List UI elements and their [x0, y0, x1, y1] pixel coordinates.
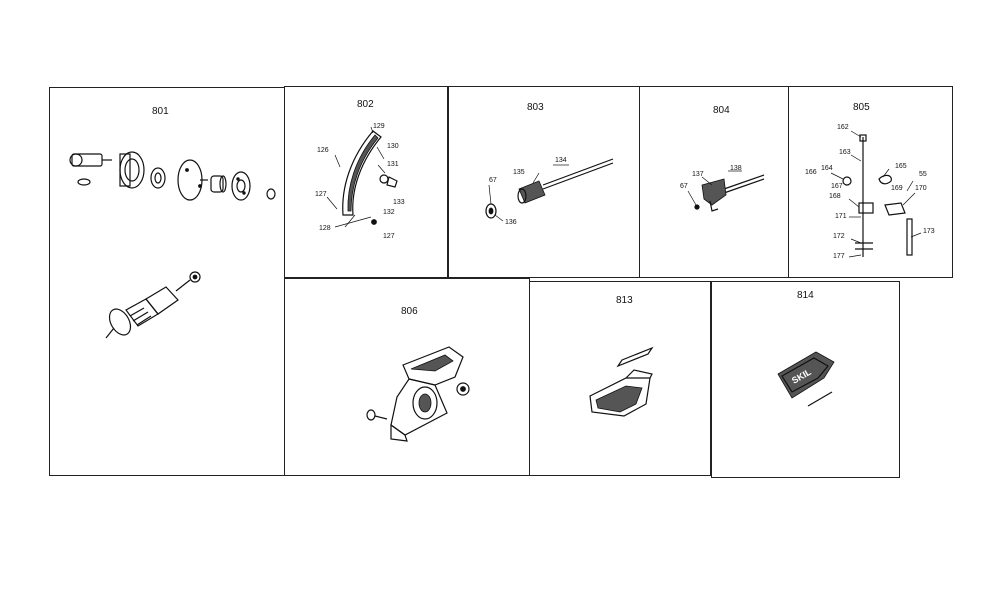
- block-part: [858, 202, 874, 214]
- callout-67: 67: [489, 177, 497, 184]
- washer-part: [379, 174, 389, 184]
- panel-806: 806: [284, 278, 530, 476]
- nameplate-part: [777, 351, 835, 399]
- bearing-housing-part: [119, 151, 145, 189]
- blade-guard-drawing: [326, 126, 398, 228]
- stop-screw-part: [694, 204, 700, 210]
- callout-134: 134: [555, 157, 567, 164]
- bearing-part: [150, 167, 166, 189]
- panel-802-title: 802: [357, 99, 374, 110]
- callout-137: 137: [692, 171, 704, 178]
- callout-172: 172: [833, 233, 845, 240]
- callout-169: 169: [891, 185, 903, 192]
- panel-814: 814 SKIL: [711, 281, 900, 478]
- callout-162: 162: [837, 124, 849, 131]
- callout-177: 177: [833, 253, 845, 260]
- armature-part: [105, 271, 201, 339]
- panel-801: 801: [49, 87, 285, 476]
- cover-part: [589, 369, 653, 417]
- bolt-part: [906, 218, 913, 256]
- spacer-part: [456, 382, 470, 396]
- gearbox-and-armature-drawing: [69, 151, 276, 339]
- housing-part: [390, 346, 464, 442]
- bevel-lock-drawing: [830, 130, 922, 258]
- depth-stop-drawing: [687, 170, 765, 212]
- o-ring-part: [266, 188, 276, 200]
- callout-132: 132: [383, 209, 395, 216]
- cam-part: [878, 174, 892, 185]
- panel-806-title: 806: [401, 306, 418, 317]
- panel-803-title: 803: [527, 102, 544, 113]
- guard-part: [342, 130, 382, 216]
- callout-167: 167: [831, 183, 843, 190]
- panel-805-title: 805: [853, 102, 870, 113]
- knob-165-part: [842, 176, 852, 186]
- callout-130: 130: [387, 143, 399, 150]
- battery-cover-drawing: [589, 346, 654, 417]
- callout-168: 168: [829, 193, 841, 200]
- callout-127b: 127: [383, 233, 395, 240]
- callout-127: 127: [315, 191, 327, 198]
- knob-part: [517, 180, 546, 204]
- nut-part: [485, 203, 497, 219]
- callout-136: 136: [505, 219, 517, 226]
- callout-173: 173: [923, 228, 935, 235]
- depth-rod-drawing: [485, 158, 614, 222]
- callout-170: 170: [915, 185, 927, 192]
- screw-806-part: [366, 409, 388, 421]
- clamp-disc-part: [231, 171, 251, 201]
- callout-164: 164: [821, 165, 833, 172]
- bushing-part: [210, 175, 227, 193]
- nameplate-drawing: SKIL: [777, 351, 835, 407]
- panel-804-title: 804: [713, 105, 730, 116]
- callout-166: 166: [805, 169, 817, 176]
- spindle-part: [69, 153, 112, 186]
- rod-part: [542, 158, 614, 186]
- callout-67b: 67: [680, 183, 688, 190]
- stop-clamp-part: [701, 178, 727, 212]
- panel-802: 802 129 126 130 131 127 132 133 128 127: [284, 86, 448, 278]
- callout-171: 171: [835, 213, 847, 220]
- panel-804: 804 138 137 67: [639, 86, 789, 278]
- callout-129: 129: [373, 123, 385, 130]
- callout-165: 165: [895, 163, 907, 170]
- callout-126: 126: [317, 147, 329, 154]
- panel-814-title: 814: [797, 290, 814, 301]
- clip-part: [386, 176, 398, 188]
- flange-plate-part: [177, 159, 208, 201]
- callout-133: 133: [393, 199, 405, 206]
- callout-55: 55: [919, 171, 927, 178]
- screw-part: [371, 219, 377, 225]
- strip-part: [616, 346, 654, 368]
- panel-813: 813: [529, 281, 711, 476]
- stop-rod-part: [723, 174, 765, 190]
- callout-128: 128: [319, 225, 331, 232]
- callout-163: 163: [839, 149, 851, 156]
- panel-813-title: 813: [616, 295, 633, 306]
- callout-135: 135: [513, 169, 525, 176]
- panel-803: 803 134 135 67 136: [448, 86, 640, 278]
- panel-801-title: 801: [152, 106, 169, 117]
- base-housing-drawing: [366, 346, 470, 442]
- callout-138: 138: [730, 165, 742, 172]
- trim-strip-part: [807, 391, 833, 407]
- callout-131: 131: [387, 161, 399, 168]
- panel-805: 805 162 163 164 165 166 16: [788, 86, 953, 278]
- lever-part: [884, 202, 906, 216]
